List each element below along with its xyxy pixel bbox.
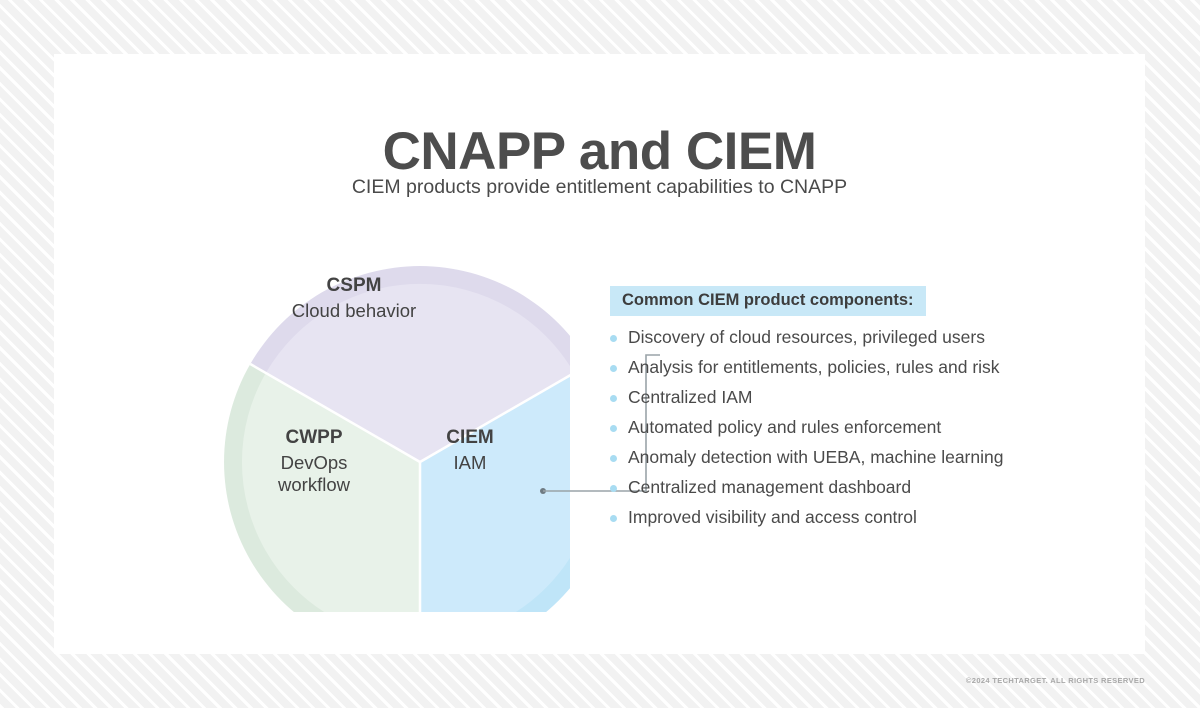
bullet-dot-icon (610, 334, 617, 342)
list-item: Centralized IAM (610, 386, 1110, 407)
bullet-dot-icon (610, 424, 617, 432)
list-item-label: Improved visibility and access control (628, 506, 917, 527)
list-item-label: Centralized management dashboard (628, 476, 912, 497)
footer-copyright: ©2024 TECHTARGET. ALL RIGHTS RESERVED (965, 676, 1145, 685)
page-title: CNAPP and CIEM (382, 121, 817, 181)
ciem-components-callout: Common CIEM product components: Discover… (610, 286, 1110, 539)
pie-inner-disc (242, 283, 570, 612)
bullet-dot-icon (610, 394, 617, 402)
list-item-label: Automated policy and rules enforcement (628, 416, 942, 437)
list-item-label: Anomaly detection with UEBA, machine lea… (628, 446, 1004, 467)
list-item-label: Discovery of cloud resources, privileged… (628, 326, 985, 347)
list-item: Discovery of cloud resources, privileged… (610, 326, 1110, 347)
bullet-dot-icon (610, 364, 617, 372)
pie-slice-cwpp-inner (242, 373, 420, 612)
callout-bullet-list: Discovery of cloud resources, privileged… (610, 326, 1110, 527)
list-item: Analysis for entitlements, policies, rul… (610, 356, 1110, 377)
bullet-dot-icon (610, 454, 617, 462)
pie-slice-cspm-inner (265, 283, 570, 462)
content-card: CNAPP and CIEM CIEM products provide ent… (54, 54, 1145, 654)
callout-header: Common CIEM product components: (610, 286, 926, 316)
list-item: Centralized management dashboard (610, 476, 1110, 497)
list-item-label: Centralized IAM (628, 386, 753, 407)
list-item: Anomaly detection with UEBA, machine lea… (610, 446, 1110, 467)
bullet-dot-icon (610, 484, 617, 492)
bullet-dot-icon (610, 514, 617, 522)
list-item: Improved visibility and access control (610, 506, 1110, 527)
list-item-label: Analysis for entitlements, policies, rul… (628, 356, 1000, 377)
pie-slice-ciem-inner (420, 375, 570, 612)
list-item: Automated policy and rules enforcement (610, 416, 1110, 437)
cnapp-pie-chart (170, 212, 570, 612)
page-subtitle: CIEM products provide entitlement capabi… (351, 175, 848, 198)
